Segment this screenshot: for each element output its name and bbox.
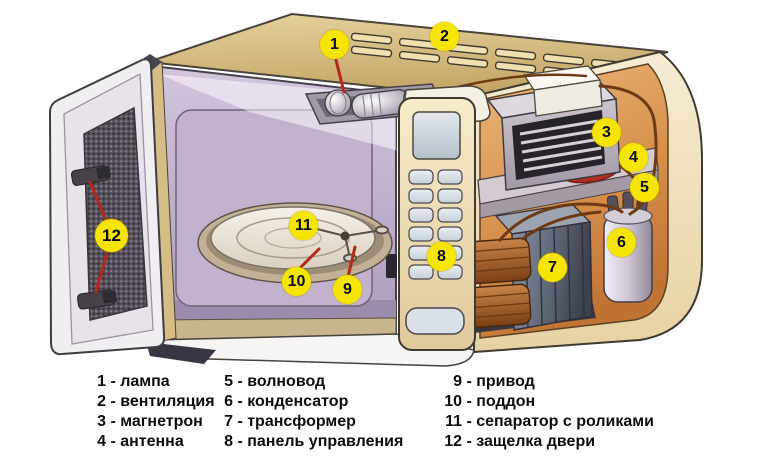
part-badge-3: 3 (592, 118, 621, 147)
magnetron-assembly (477, 65, 659, 219)
part-badge-12: 12 (95, 219, 128, 252)
legend-item-2: 2 - вентиляция (97, 393, 215, 410)
door-latch-slot (386, 254, 397, 278)
legend-item-11: 11 - сепаратор с роликами (445, 413, 654, 430)
door (48, 54, 216, 364)
transformer (462, 203, 596, 334)
legend-item-1: 1 - лампа (97, 373, 170, 390)
leader-lines (88, 54, 357, 294)
legend-item-4: 4 - антенна (97, 433, 184, 450)
drive-coupling (340, 231, 350, 241)
part-badge-5: 5 (630, 173, 659, 202)
door-latches (70, 165, 118, 310)
copper-windings (462, 237, 532, 329)
legend-item-8: 8 - панель управления (224, 433, 404, 450)
part-badge-1: 1 (320, 30, 349, 59)
part-badge-2: 2 (430, 22, 459, 51)
part-badge-7: 7 (538, 253, 567, 282)
part-badge-9: 9 (333, 275, 362, 304)
legend-column-1: 1 - лампа 2 - вентиляция 3 - магнетрон 4… (95, 372, 215, 452)
legend: 1 - лампа 2 - вентиляция 3 - магнетрон 4… (0, 372, 773, 460)
part-badge-8: 8 (427, 242, 456, 271)
waveguide-box (533, 79, 603, 117)
capacitor-body (603, 213, 653, 303)
turntable (197, 202, 393, 284)
part-badge-6: 6 (607, 228, 636, 257)
legend-item-12: 12 - защелка двери (444, 433, 596, 450)
legend-item-7: 7 - трансформер (224, 413, 356, 430)
legend-column-2: 5 - волновод 6 - конденсатор 7 - трансфо… (222, 372, 403, 452)
start-button (405, 307, 465, 335)
legend-column-3: 9 - привод 10 - поддон 11 - сепаратор с … (440, 372, 654, 452)
legend-item-9: 9 - привод (453, 373, 535, 390)
display (412, 111, 461, 160)
legend-item-3: 3 - магнетрон (97, 413, 203, 430)
legend-item-6: 6 - конденсатор (224, 393, 349, 410)
part-badge-11: 11 (289, 211, 318, 240)
legend-item-10: 10 - поддон (444, 393, 536, 410)
part-badge-4: 4 (619, 143, 648, 172)
legend-item-5: 5 - волновод (224, 373, 326, 390)
door-mesh (83, 106, 148, 321)
part-badge-10: 10 (282, 267, 311, 296)
